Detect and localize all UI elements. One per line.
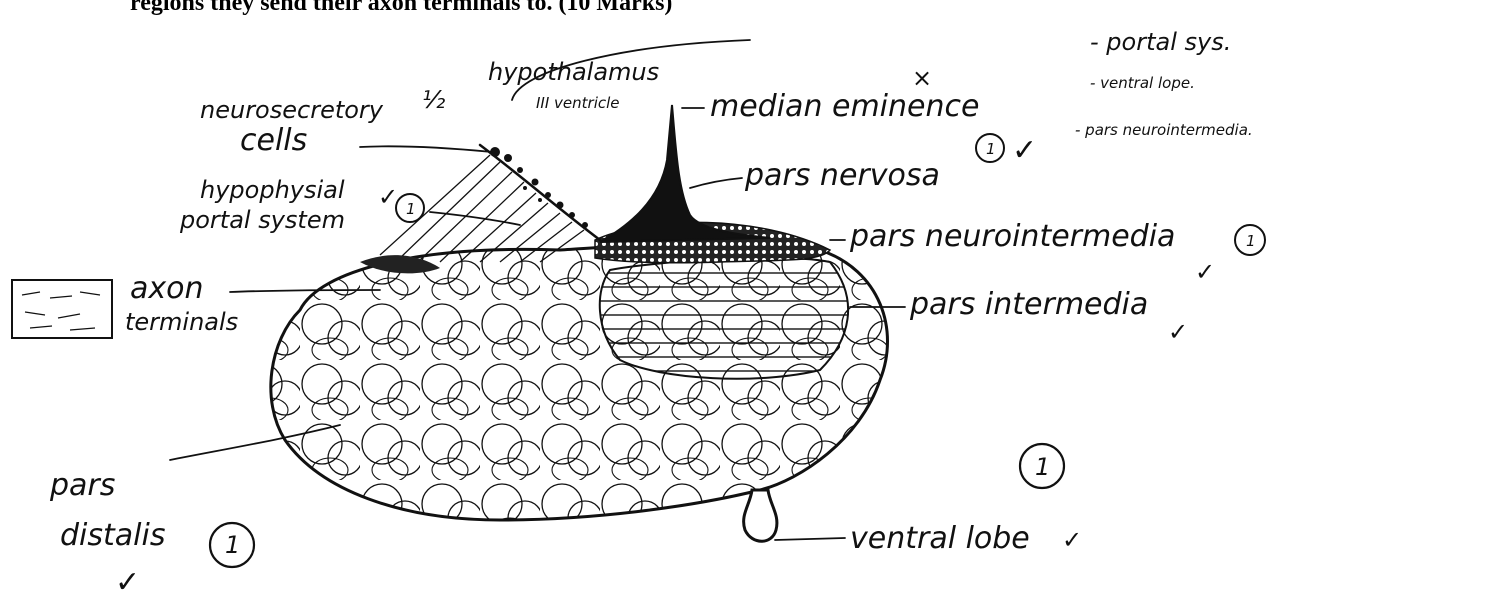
score-circle-distalis: 1 bbox=[210, 523, 254, 567]
check-distalis: ✓ bbox=[115, 565, 140, 598]
score-circle-neurointermedia: 1 bbox=[1235, 225, 1265, 255]
axon-sample-marks bbox=[22, 292, 100, 330]
check-nervosa: ✓ bbox=[1012, 133, 1037, 168]
half-mark: ½ bbox=[422, 86, 445, 114]
score-circle-portal: 1 bbox=[396, 194, 424, 222]
label-axon: axon bbox=[130, 271, 204, 306]
svg-text:1: 1 bbox=[986, 140, 996, 158]
check-portal: ✓ bbox=[378, 183, 398, 211]
axon-sample-box bbox=[12, 280, 112, 338]
score-circle-ventral: 1 bbox=[1020, 444, 1064, 488]
hypothalamus-floor bbox=[480, 145, 600, 240]
svg-text:1: 1 bbox=[1035, 453, 1050, 481]
label-median-eminence: median eminence bbox=[710, 89, 979, 124]
note-ventral-lope: - ventral lope. bbox=[1090, 74, 1195, 92]
label-pars-intermedia: pars intermedia bbox=[909, 287, 1148, 322]
check-intermedia: ✓ bbox=[1168, 318, 1188, 346]
check-neurointermedia: ✓ bbox=[1195, 258, 1215, 286]
label-hypothalamus: hypothalamus bbox=[488, 58, 659, 86]
score-circle-nervosa: 1 bbox=[976, 134, 1004, 162]
note-portal-sys: - portal sys. bbox=[1090, 28, 1231, 56]
label-third-ventricle: III ventricle bbox=[536, 94, 620, 112]
label-terminals: terminals bbox=[125, 308, 238, 336]
svg-text:1: 1 bbox=[225, 531, 240, 559]
label-pars-nervosa: pars nervosa bbox=[744, 158, 940, 193]
label-pars: pars bbox=[49, 468, 115, 503]
note-pars-neurointermedia: - pars neurointermedia. bbox=[1075, 121, 1253, 139]
label-neurosecretory: neurosecretory bbox=[200, 96, 384, 124]
neurosecretory-cluster bbox=[490, 147, 588, 228]
svg-text:1: 1 bbox=[1246, 232, 1256, 250]
check-ventral: ✓ bbox=[1062, 526, 1082, 554]
label-distalis: distalis bbox=[60, 518, 165, 553]
label-pars-neurointermedia: pars neurointermedia bbox=[849, 219, 1175, 254]
label-ventral-lobe: ventral lobe bbox=[850, 521, 1030, 556]
label-portal-system: portal system bbox=[179, 206, 345, 234]
label-hypophysial: hypophysial bbox=[200, 176, 345, 204]
ventral-lobe-bulb bbox=[744, 490, 777, 541]
cross-mark: × bbox=[912, 64, 932, 92]
svg-text:1: 1 bbox=[406, 200, 416, 218]
pars-intermedia-region bbox=[600, 258, 848, 379]
label-cells: cells bbox=[240, 123, 307, 158]
